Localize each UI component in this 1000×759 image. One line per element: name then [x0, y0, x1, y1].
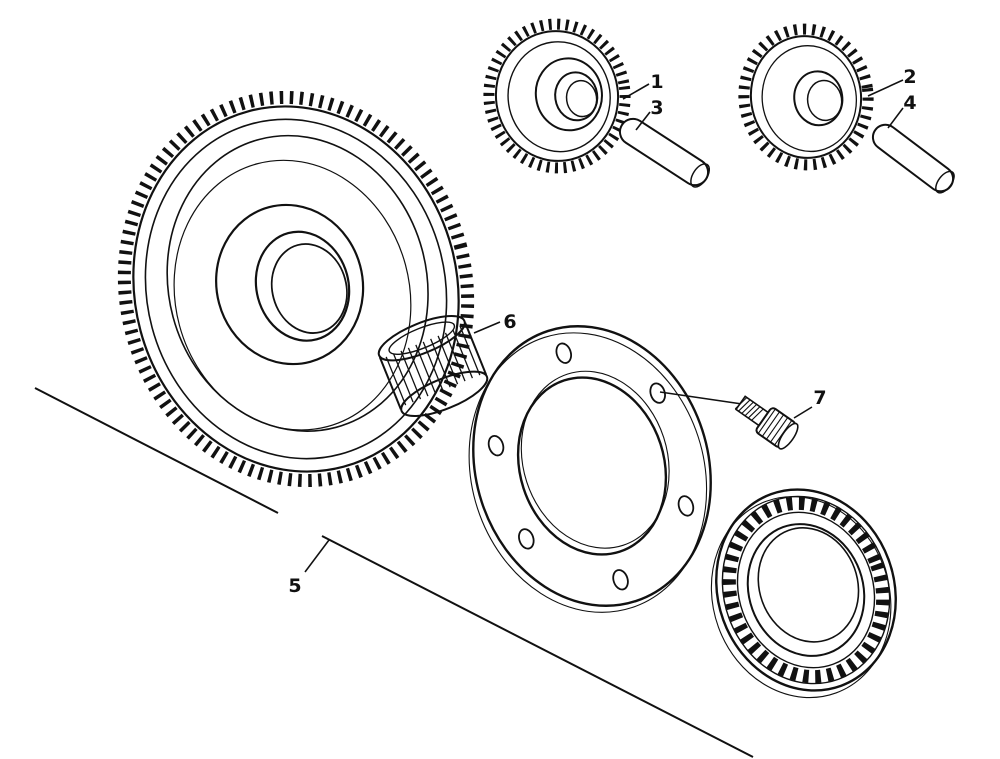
flange-plate	[468, 325, 712, 613]
needle-bearing	[377, 315, 489, 417]
gear-item-2	[738, 23, 874, 171]
callout-7: 7	[813, 387, 826, 409]
callout-3: 3	[650, 97, 663, 119]
pin-item-4	[871, 123, 955, 194]
gear-item-1	[483, 18, 631, 174]
large-gear	[117, 90, 475, 488]
bolt-hole	[649, 382, 666, 404]
frame-line	[34, 387, 754, 758]
gear-bore-inner	[270, 243, 348, 334]
leader-lines	[304, 79, 904, 573]
bolt-hole	[677, 495, 695, 517]
callout-6: 6	[503, 311, 516, 333]
bolt-hole	[487, 435, 505, 457]
bolt-hole	[612, 569, 629, 591]
gear-bore-outer	[254, 230, 351, 342]
callout-5: 5	[288, 575, 301, 597]
bolt	[734, 395, 799, 450]
bolt-hole	[518, 528, 535, 550]
gear-hub	[215, 203, 365, 366]
one-way-clutch	[710, 488, 897, 699]
pin-item-3	[618, 117, 711, 188]
bolt-alignment-line	[659, 391, 743, 405]
callout-4: 4	[903, 92, 916, 114]
bolt-hole	[555, 342, 573, 364]
callout-2: 2	[903, 66, 916, 88]
callout-1: 1	[650, 71, 663, 93]
clutch-rollers	[722, 496, 890, 684]
